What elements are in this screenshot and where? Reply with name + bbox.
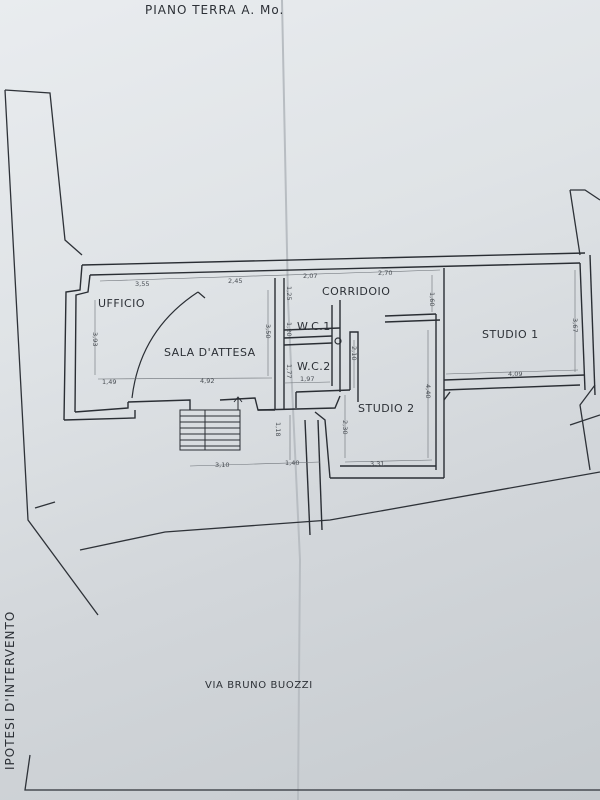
building-walls [63,252,596,536]
site-outline [4,89,600,791]
entrance-stairs [179,409,241,451]
dimension-label: 1,97 [300,375,314,383]
room-label-ufficio: UFFICIO [98,297,145,310]
room-label-wc1: W.C.1 [297,320,331,333]
room-label-studio2: STUDIO 2 [358,402,415,415]
dimension-label: 1,60 [428,292,436,306]
dimension-label: 3,67 [571,318,579,332]
dimension-label: 2,10 [350,346,358,360]
dimension-label: 1,25 [285,286,293,300]
dimension-label: 3,93 [91,332,99,346]
room-label-wc2: W.C.2 [297,360,331,373]
dimension-label: 2,45 [228,277,242,285]
dimension-label: 2,30 [341,420,349,434]
side-label: IPOTESI D'INTERVENTO [3,611,17,770]
dimension-label: 1,49 [102,378,116,386]
dimension-label: 1,18 [274,422,282,436]
plan-title: PIANO TERRA A. Mo. [145,3,284,17]
dimension-label: 1,20 [285,322,293,336]
paper-fold [281,0,302,800]
dimension-label: 4,40 [424,384,432,398]
dimension-label: 2,70 [378,269,392,277]
room-label-sala-attesa: SALA D'ATTESA [164,346,256,359]
dimension-label: 3,10 [215,461,229,469]
door-arc [131,291,206,399]
street-label: VIA BRUNO BUOZZI [205,680,313,691]
room-label-studio1: STUDIO 1 [482,328,539,341]
dimension-label: 2,07 [303,272,317,280]
dimension-lines [94,269,579,467]
room-label-corridoio: CORRIDOIO [322,285,390,298]
dimension-label: 4,92 [200,377,214,385]
dimension-label: 3,55 [135,280,149,288]
wc-fixture-icon [334,337,342,345]
entrance-arrow [233,396,243,410]
dimension-label: 1,77 [285,364,293,378]
dimension-label: 3,31 [370,460,384,468]
dimension-label: 3,50 [264,324,272,338]
dimension-label: 1,40 [285,459,299,467]
dimension-label: 4,09 [508,370,522,378]
